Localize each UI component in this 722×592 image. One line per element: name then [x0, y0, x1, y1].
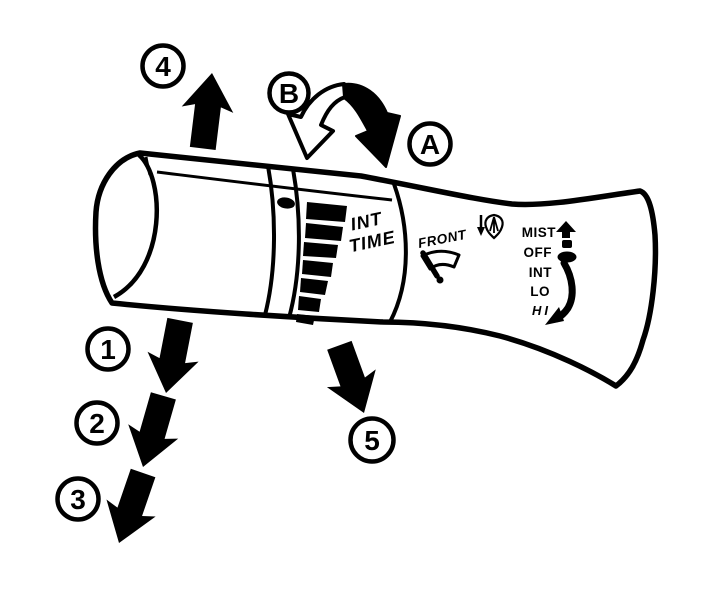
callout-a-label: A — [420, 129, 440, 160]
callout-5: 5 — [348, 416, 396, 464]
washer-spray-icon — [477, 213, 504, 240]
stalk-endcap-notch — [144, 156, 152, 176]
position-labels: MIST OFF INT LO HI — [522, 225, 557, 318]
off-position-dot-icon — [557, 240, 577, 263]
rotate-to-hi-arrow-icon — [545, 259, 576, 325]
arrow-up-4 — [181, 73, 234, 151]
label-off: OFF — [524, 245, 553, 260]
arrow-down-2 — [128, 392, 179, 467]
collar-band-line-right — [287, 168, 301, 319]
label-int: INT — [529, 265, 553, 280]
arrow-down-3 — [106, 468, 156, 543]
callout-1: 1 — [85, 326, 131, 372]
callout-5-label: 5 — [364, 425, 380, 456]
callout-3: 3 — [55, 476, 101, 522]
callout-b: B — [267, 71, 311, 115]
callout-4-label: 4 — [155, 51, 171, 82]
callout-2: 2 — [74, 400, 120, 446]
collar-right-edge — [388, 183, 408, 323]
label-mist: MIST — [522, 225, 557, 240]
callout-1-label: 1 — [100, 334, 116, 365]
motion-arrows — [106, 73, 376, 543]
callout-4: 4 — [140, 43, 186, 89]
mist-momentary-up-arrow-icon — [556, 221, 576, 238]
arrow-down-1 — [147, 317, 199, 393]
callout-a: A — [407, 121, 453, 167]
rotate-collar-black-arrow-icon — [343, 82, 401, 168]
collar-band-line-left — [263, 165, 277, 316]
collar-index-dot — [277, 197, 295, 209]
stalk-outline — [92, 150, 659, 389]
rotate-collar-outline-arrow-icon — [286, 82, 347, 160]
arrow-down-5 — [326, 340, 376, 413]
label-hi: HI — [532, 303, 551, 318]
label-lo: LO — [530, 284, 550, 299]
callout-2-label: 2 — [89, 408, 105, 439]
stalk-body — [92, 150, 659, 389]
callout-3-label: 3 — [70, 484, 86, 515]
front-wiper-icon — [420, 249, 461, 284]
int-time-scale-bars-icon — [296, 202, 347, 325]
callout-b-label: B — [279, 78, 299, 109]
